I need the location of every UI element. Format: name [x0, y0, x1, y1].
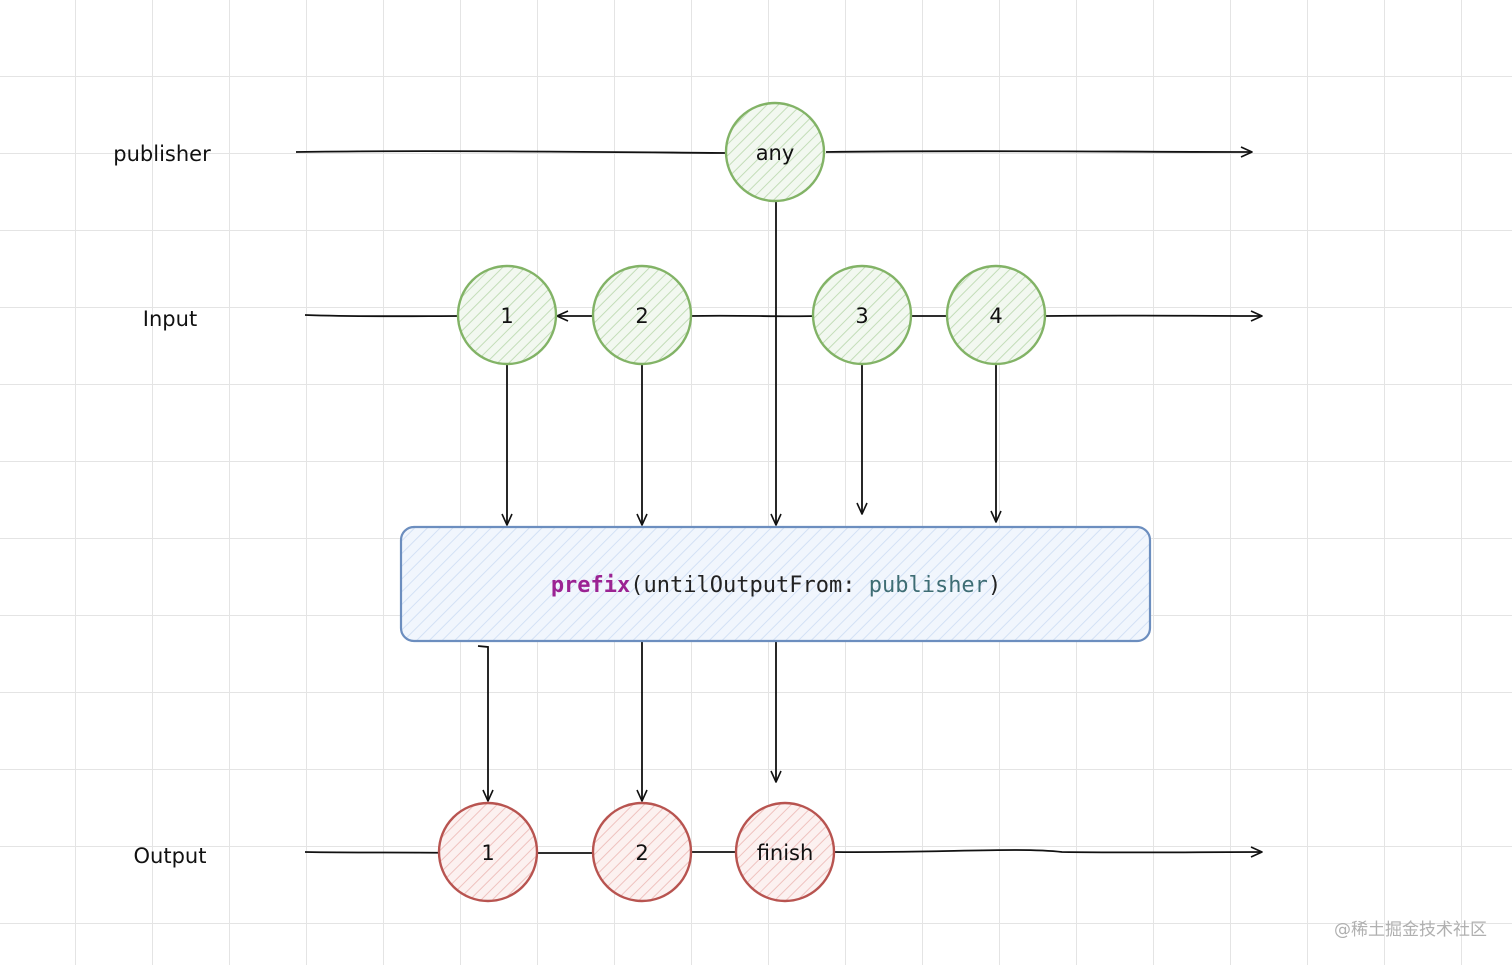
operator-space [855, 573, 868, 598]
input-event-label: 2 [635, 304, 648, 328]
input-event-label: 3 [855, 304, 868, 328]
publisher-event-label: any [756, 141, 795, 165]
input-event-node: 3 [811, 264, 913, 366]
operator-close-paren: ) [988, 573, 1001, 598]
input-event-label: 4 [989, 304, 1002, 328]
operator-value: publisher [869, 573, 988, 598]
output-finish-label: finish [757, 841, 814, 865]
output-event-node: 2 [591, 801, 693, 903]
publisher-row-label: publisher [113, 142, 211, 166]
input-to-operator-arrows [501, 200, 1002, 526]
operator-to-output-arrows [477, 642, 782, 802]
input-timeline [304, 310, 1263, 322]
output-event-label: 2 [635, 841, 648, 865]
operator-keyword: prefix [551, 573, 630, 598]
input-event-node: 2 [591, 264, 693, 366]
publisher-event-node: any [724, 101, 826, 203]
operator-code: prefix(untilOutputFrom: publisher) [551, 573, 1001, 598]
output-timeline [304, 846, 1263, 858]
operator-open-paren: ( [630, 573, 643, 598]
input-event-label: 1 [500, 304, 513, 328]
input-row-label: Input [143, 307, 197, 331]
publisher-timeline [295, 146, 1253, 158]
operator-argument: untilOutputFrom: [644, 573, 856, 598]
input-event-node: 4 [945, 264, 1047, 366]
output-event-label: 1 [481, 841, 494, 865]
output-event-node: finish [734, 801, 836, 903]
output-row-label: Output [134, 844, 207, 868]
output-event-node: 1 [437, 801, 539, 903]
operator-box: prefix(untilOutputFrom: publisher) [399, 525, 1152, 643]
watermark: @稀土掘金技术社区 [1334, 920, 1487, 940]
input-event-node: 1 [456, 264, 558, 366]
